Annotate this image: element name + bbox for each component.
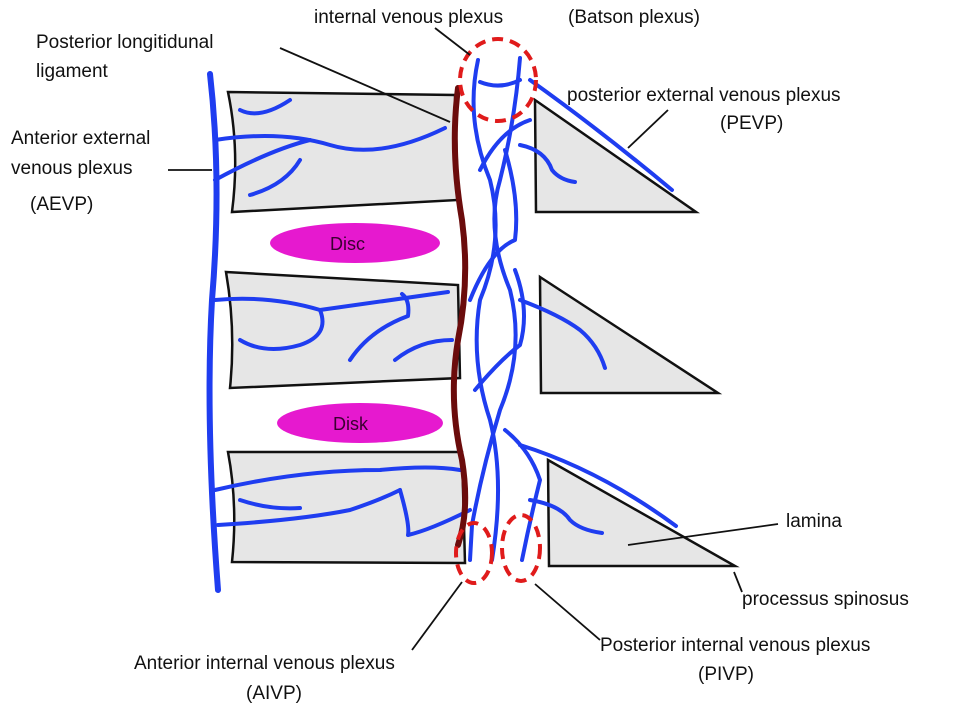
label-batson: (Batson plexus) — [568, 7, 700, 28]
label-spinosus: processus spinosus — [742, 589, 909, 610]
label-pevp-line1: posterior external venous plexus — [567, 85, 841, 106]
leader-spinosus — [734, 572, 742, 592]
label-aivp-abbr: (AIVP) — [246, 683, 302, 704]
label-internal-plexus: internal venous plexus — [314, 7, 503, 28]
pivp-highlight — [502, 515, 540, 581]
spinous-process-upper — [535, 100, 696, 212]
label-aevp-abbr: (AEVP) — [30, 194, 93, 215]
lamina-process-lower — [548, 460, 735, 566]
leader-batson — [435, 28, 470, 55]
label-pll-line2: ligament — [36, 61, 109, 82]
label-pivp-abbr: (PIVP) — [698, 664, 754, 685]
label-aevp-line2: venous plexus — [11, 158, 132, 179]
anterior-external-vein-trunk — [210, 74, 218, 590]
disc-lower-label: Disk — [333, 414, 369, 434]
leader-aivp — [412, 582, 462, 650]
label-pevp-abbr: (PEVP) — [720, 113, 783, 134]
spinous-process-middle — [540, 277, 718, 393]
label-aivp-line1: Anterior internal venous plexus — [134, 653, 395, 674]
label-lamina: lamina — [786, 511, 842, 532]
internal-vein-7 — [480, 80, 520, 86]
disc-upper-label: Disc — [330, 234, 365, 254]
leader-pevp — [628, 110, 668, 148]
label-aevp-line1: Anterior external — [11, 128, 150, 149]
leader-pivp — [535, 584, 600, 640]
label-pll-line1: Posterior longitidunal — [36, 32, 213, 53]
batson-plexus-highlight — [460, 39, 536, 121]
internal-vein-1 — [474, 60, 498, 560]
vertebral-body-middle — [226, 272, 460, 388]
label-pivp-line1: Posterior internal venous plexus — [600, 635, 870, 656]
